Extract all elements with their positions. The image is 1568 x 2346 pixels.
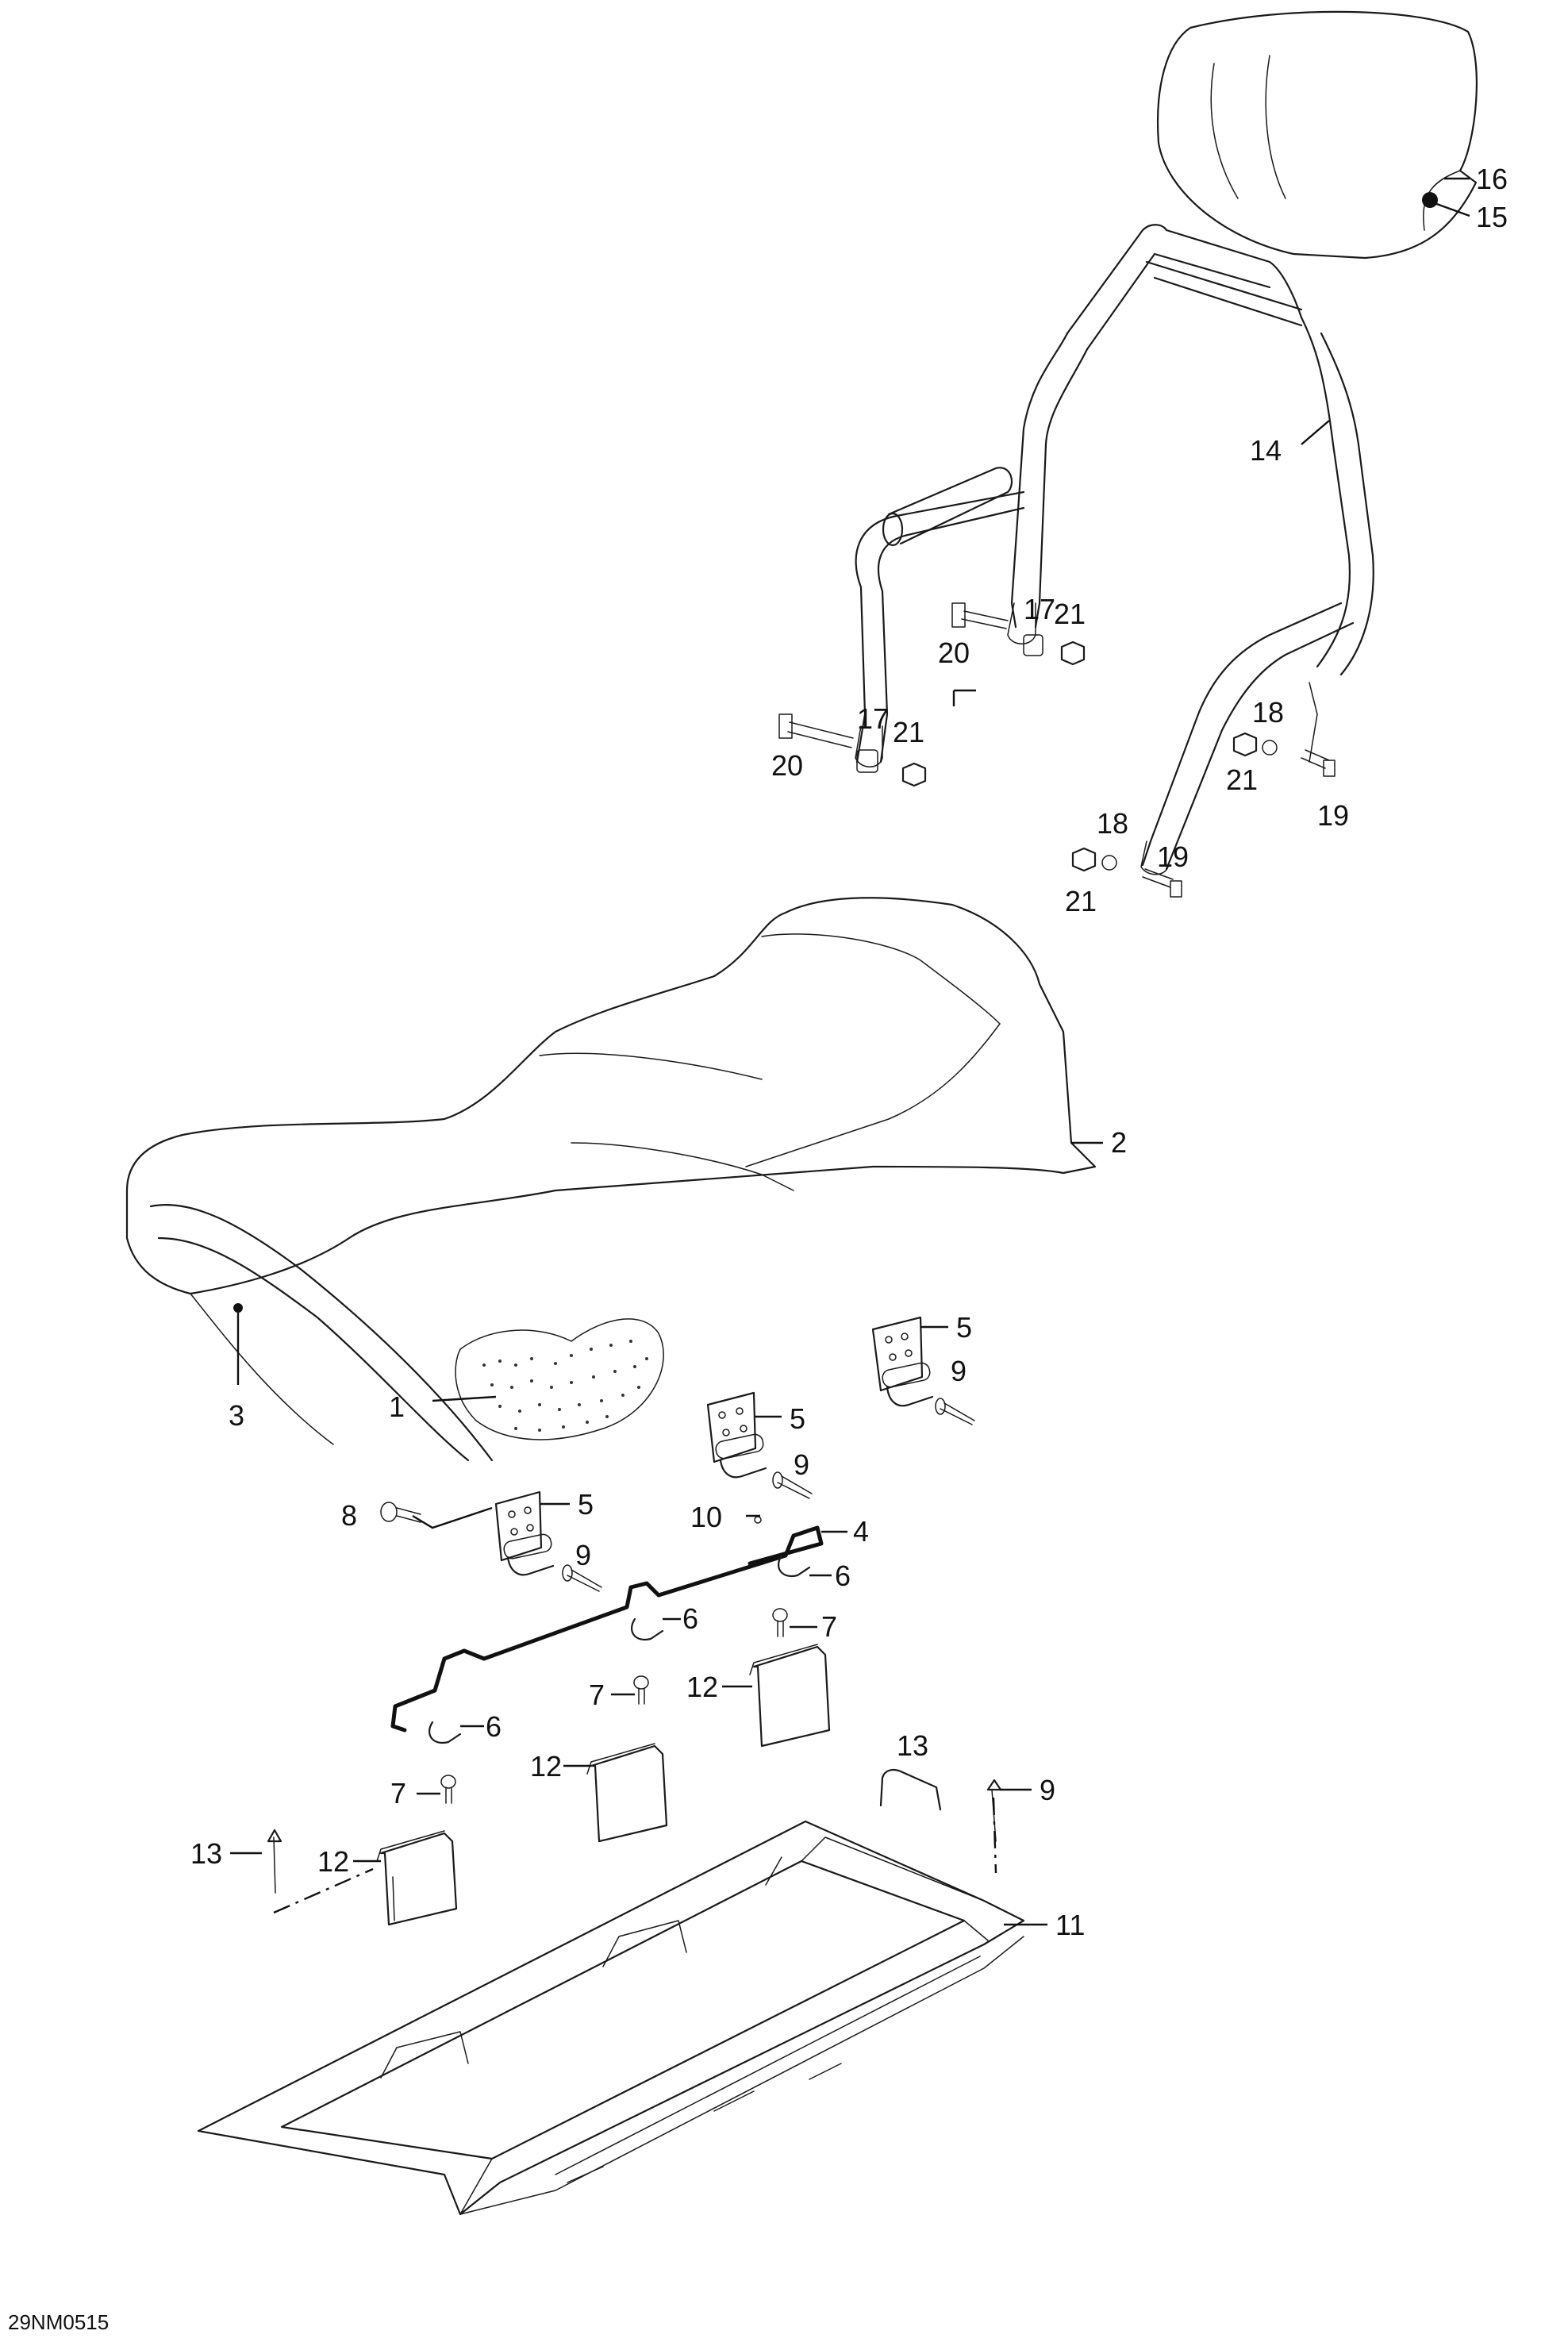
callout-21: 21	[1054, 598, 1086, 630]
callout-20: 20	[938, 636, 970, 669]
callout-21-d: 21	[1065, 885, 1097, 917]
callout-6: 6	[835, 1560, 851, 1592]
callout-7-b: 7	[589, 1679, 605, 1711]
callout-9-b: 9	[794, 1448, 809, 1481]
hinge-right	[871, 1316, 934, 1407]
latch-rod	[390, 1516, 824, 1733]
callout-4: 4	[853, 1515, 869, 1548]
screw-8	[380, 1502, 421, 1523]
callout-21-b: 21	[893, 716, 924, 748]
callout-14: 14	[1250, 434, 1282, 467]
headrest	[1156, 10, 1478, 260]
callout-16: 16	[1476, 163, 1508, 195]
clip-13	[879, 1769, 942, 1811]
callout-21-c: 21	[1226, 763, 1258, 796]
hinge-middle	[706, 1391, 767, 1479]
callout-18: 18	[1252, 696, 1284, 729]
callout-7-c: 7	[390, 1777, 406, 1809]
callout-20-b: 20	[771, 749, 803, 782]
callout-10: 10	[690, 1501, 722, 1533]
callout-7: 7	[821, 1610, 837, 1643]
reference-code: 29NM0515	[8, 2310, 109, 2334]
supports	[376, 1644, 831, 1926]
callout-3: 3	[229, 1399, 244, 1432]
seat	[125, 897, 1097, 1462]
callout-18-b: 18	[1097, 807, 1128, 840]
callout-12-b: 12	[530, 1750, 562, 1783]
fasteners-upper-left	[951, 602, 1086, 666]
fasteners-right-lower	[1071, 847, 1182, 898]
callout-19: 19	[1317, 799, 1349, 832]
callout-labels: 16 15 14 17 21 20 17 21 20 18 21 19 18 1…	[8, 163, 1508, 2334]
callout-15: 15	[1476, 201, 1508, 233]
rivets	[267, 1398, 1002, 1894]
callout-9: 9	[951, 1355, 967, 1387]
callout-12: 12	[686, 1671, 718, 1703]
callout-9-d: 9	[1040, 1774, 1055, 1806]
callout-8: 8	[341, 1499, 357, 1532]
callout-11: 11	[1055, 1909, 1085, 1941]
callout-12-c: 12	[317, 1845, 349, 1878]
hinge-left	[494, 1490, 555, 1576]
callout-17: 17	[1024, 593, 1055, 625]
callout-5-c: 5	[578, 1488, 594, 1521]
callout-5: 5	[956, 1311, 972, 1344]
callout-2: 2	[1111, 1126, 1127, 1159]
seat-mesh-pattern	[482, 1340, 648, 1432]
callout-13: 13	[897, 1729, 928, 1762]
callout-1: 1	[389, 1390, 405, 1423]
callout-19-b: 19	[1157, 840, 1189, 873]
callout-5-b: 5	[790, 1402, 805, 1435]
callout-6-c: 6	[486, 1710, 502, 1743]
backrest-frame	[855, 224, 1374, 875]
callout-13-b: 13	[190, 1837, 222, 1870]
leader-lines	[230, 177, 1470, 1926]
clips-and-screws	[429, 1554, 811, 1804]
fasteners-lower-left	[778, 713, 927, 787]
storage-tray	[197, 1820, 1025, 2216]
callout-17-b: 17	[857, 702, 889, 735]
callout-9-c: 9	[575, 1539, 591, 1571]
fasteners-right-upper	[1232, 732, 1335, 777]
callout-6-b: 6	[682, 1602, 698, 1635]
